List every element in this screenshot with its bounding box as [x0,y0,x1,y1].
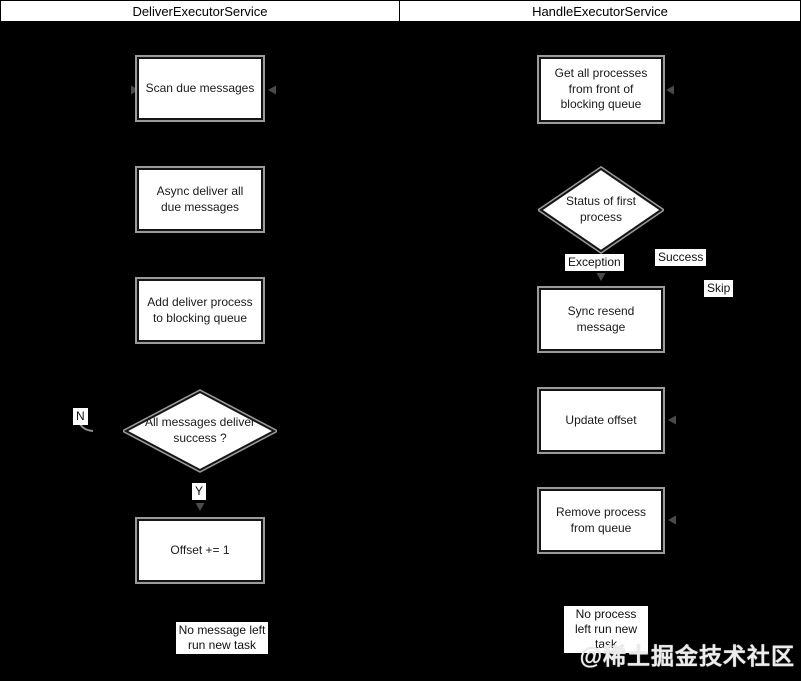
node-label: Offset += 1 [170,542,230,557]
node-scan-due-messages: Scan due messages [137,57,263,120]
node-label: Remove process from queue [555,504,647,535]
node-get-all-processes: Get all processes from front of blocking… [539,57,663,122]
diamond-shape [538,166,664,254]
node-async-deliver: Async deliver all due messages [137,168,263,231]
node-label: Sync resend message [567,303,635,334]
decision-status-of-first-process: Status of first process [538,166,664,254]
arrowhead-into-resend-top [596,273,606,281]
decision-label: All messages deliver success ? [144,415,256,445]
arrowhead-into-update-right [668,415,676,425]
edge-label-y: Y [192,483,207,500]
node-label: Get all processes from front of blocking… [554,66,648,112]
lane-header-handle-executor-service: HandleExecutorService [399,0,801,24]
lane-title: HandleExecutorService [532,3,668,19]
arrowhead-into-get-right [666,85,674,95]
arrowhead-into-remove-right [668,515,676,525]
node-add-deliver-process: Add deliver process to blocking queue [137,279,263,342]
note-no-process-left: No process left run new task [564,606,648,653]
lane-title: DeliverExecutorService [132,3,268,19]
node-label: Update offset [565,412,637,427]
node-offset-increment: Offset += 1 [137,519,263,582]
decision-label: Status of first process [565,194,637,224]
node-sync-resend-message: Sync resend message [539,288,663,351]
note-no-message-left: No message left run new task [176,622,268,654]
lane-header-deliver-executor-service: DeliverExecutorService [0,0,400,24]
diamond-shape [123,389,277,473]
edge-label-exception: Exception [565,254,624,271]
arrowhead-into-offset-top [195,503,205,511]
edge-label-n: N [73,408,88,425]
node-label: Scan due messages [145,80,255,95]
node-remove-process: Remove process from queue [539,489,663,552]
juejin-watermark: @稀土掘金技术社区 [579,643,795,669]
node-update-offset: Update offset [539,389,663,452]
decision-all-messages-deliver-success: All messages deliver success ? [123,389,277,473]
node-label: Async deliver all due messages [156,183,244,214]
arrowhead-into-scan-right [268,85,276,95]
edge-label-success: Success [655,249,707,266]
node-label: Add deliver process to blocking queue [147,294,253,325]
edge-label-skip: Skip [704,280,734,297]
